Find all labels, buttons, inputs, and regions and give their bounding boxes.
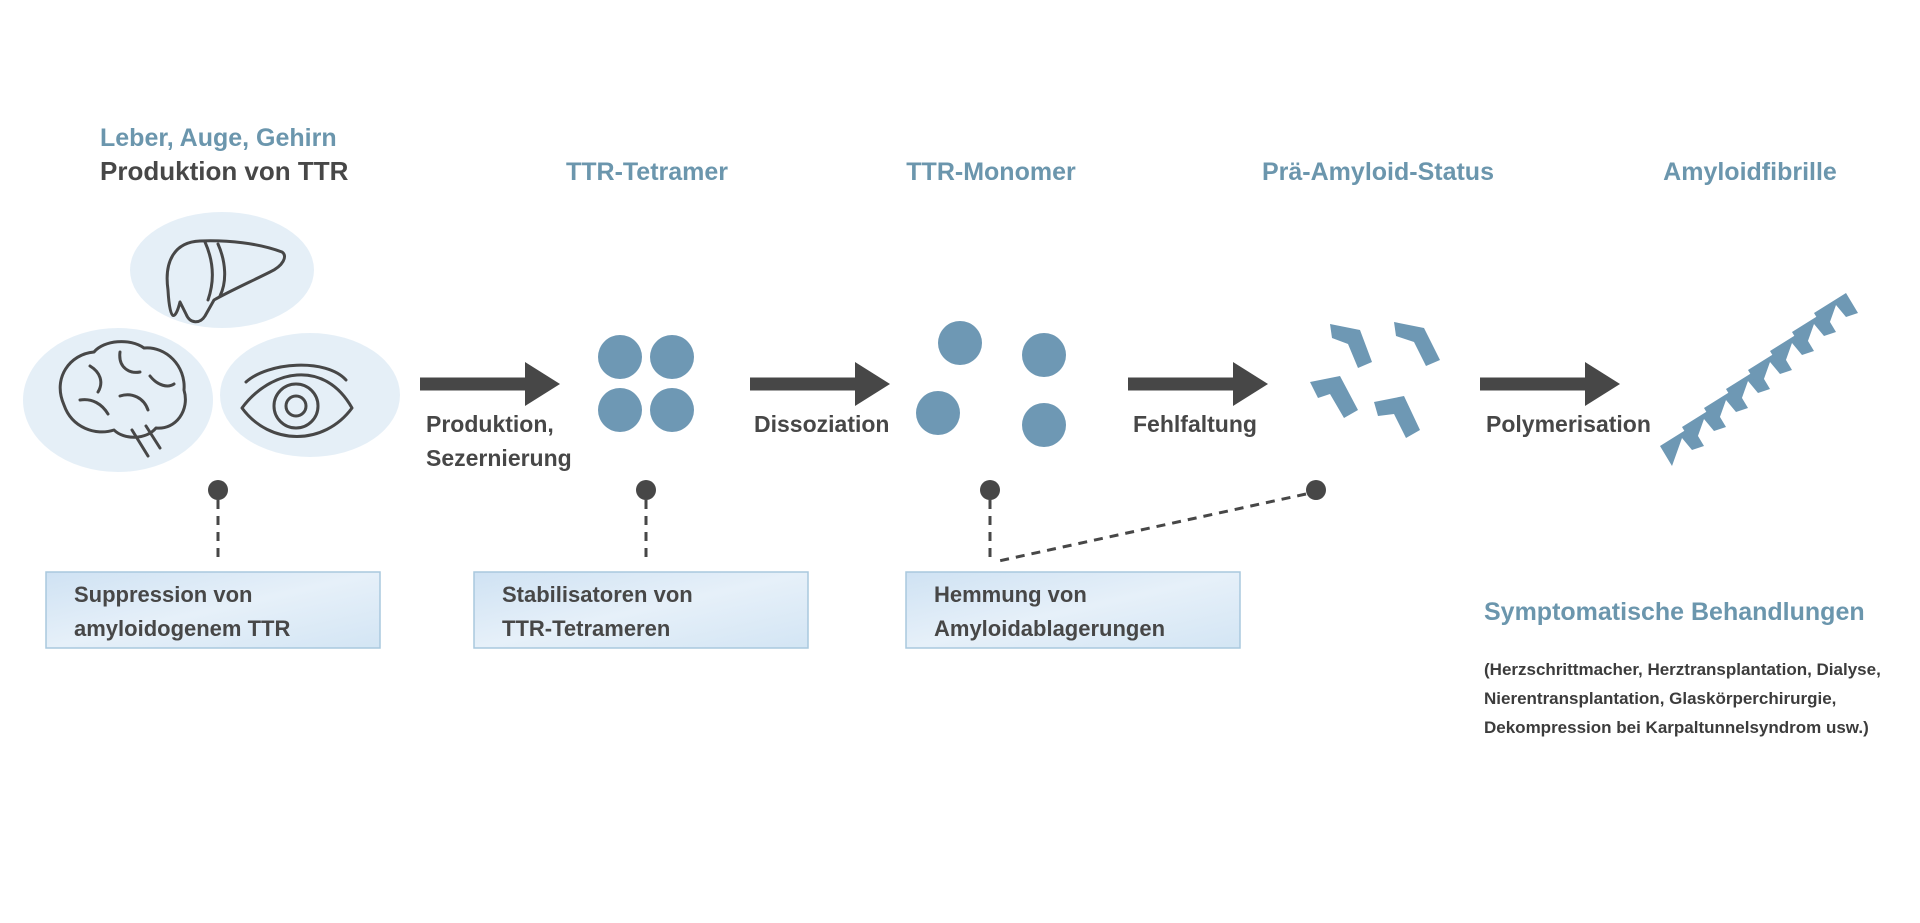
step-label-misfolding: Fehlfaltung — [1133, 411, 1257, 437]
arrow-production — [420, 362, 560, 406]
symptomatic-line-2: Nierentransplantation, Glaskörperchirurg… — [1484, 689, 1836, 708]
brain-icon — [58, 340, 187, 458]
sources-subtitle: Produktion von TTR — [100, 156, 349, 186]
therapy-box-suppression: Suppression von amyloidogenem TTR — [45, 571, 381, 649]
symptomatic-line-1: (Herzschrittmacher, Herztransplantation,… — [1484, 660, 1881, 679]
sources-title: Leber, Auge, Gehirn — [100, 124, 337, 152]
monomer-unit — [916, 391, 960, 435]
misfolded-unit — [1394, 322, 1440, 366]
therapy-stabilizers-text: Stabilisatoren von TTR-Tetrameren — [502, 582, 699, 641]
step-label-production-line-2: Sezernierung — [426, 445, 572, 471]
stage-title-tetramer: TTR-Tetramer — [566, 158, 728, 186]
monomer-unit — [938, 321, 982, 365]
therapy-suppression-line-2: amyloidogenem TTR — [74, 616, 290, 641]
therapy-box-stabilizers: Stabilisatoren von TTR-Tetrameren — [473, 571, 809, 649]
symptomatic-title: Symptomatische Behandlungen — [1484, 598, 1865, 626]
therapy-stabilizers-line-2: TTR-Tetrameren — [502, 616, 670, 641]
therapy-connectors — [208, 480, 1326, 564]
arrow-polymerization — [1480, 362, 1620, 406]
therapy-suppression-text: Suppression von amyloidogenem TTR — [74, 582, 290, 641]
therapy-inhibition-line-1: Hemmung von — [934, 582, 1087, 607]
fibril-segment — [1814, 293, 1858, 333]
therapy-box-inhibition: Hemmung von Amyloidablagerungen — [905, 571, 1241, 649]
monomer-unit — [1022, 403, 1066, 447]
connector-pin — [208, 480, 228, 500]
monomer-unit — [1022, 333, 1066, 377]
tetramer-subunit — [598, 335, 642, 379]
stage-title-monomer: TTR-Monomer — [906, 158, 1076, 186]
stage-title-fibril: Amyloidfibrille — [1663, 158, 1837, 186]
amyloid-fibril — [1660, 293, 1858, 466]
eye-icon — [240, 363, 354, 438]
tetramer-subunit — [650, 335, 694, 379]
tetramer-molecule — [598, 335, 694, 432]
liver-icon — [165, 239, 286, 324]
tetramer-subunit — [598, 388, 642, 432]
therapy-inhibition-text: Hemmung von Amyloidablagerungen — [934, 582, 1165, 641]
step-label-dissociation: Dissoziation — [754, 411, 889, 437]
misfolded-unit — [1330, 324, 1372, 368]
therapy-stabilizers-line-1: Stabilisatoren von — [502, 582, 693, 607]
misfolded-unit — [1374, 396, 1420, 438]
therapy-suppression-line-1: Suppression von — [74, 582, 252, 607]
step-label-production-line-1: Produktion, — [426, 411, 554, 437]
symptomatic-details: (Herzschrittmacher, Herztransplantation,… — [1484, 660, 1886, 737]
organ-clouds — [23, 212, 400, 472]
symptomatic-line-3: Dekompression bei Karpaltunnelsyndrom us… — [1484, 718, 1869, 737]
connector-pin — [636, 480, 656, 500]
monomer-molecules — [916, 321, 1066, 447]
stage-title-pre-amyloid: Prä-Amyloid-Status — [1262, 158, 1494, 186]
arrow-misfolding — [1128, 362, 1268, 406]
step-label-production: Produktion, Sezernierung — [426, 411, 572, 471]
connector-pin — [1306, 480, 1326, 500]
step-label-polymerization: Polymerisation — [1486, 411, 1651, 437]
misfolded-unit — [1310, 376, 1358, 418]
therapy-inhibition-line-2: Amyloidablagerungen — [934, 616, 1165, 641]
pre-amyloid-molecules — [1310, 322, 1440, 438]
connector-pin — [980, 480, 1000, 500]
tetramer-subunit — [650, 388, 694, 432]
arrow-dissociation — [750, 362, 890, 406]
